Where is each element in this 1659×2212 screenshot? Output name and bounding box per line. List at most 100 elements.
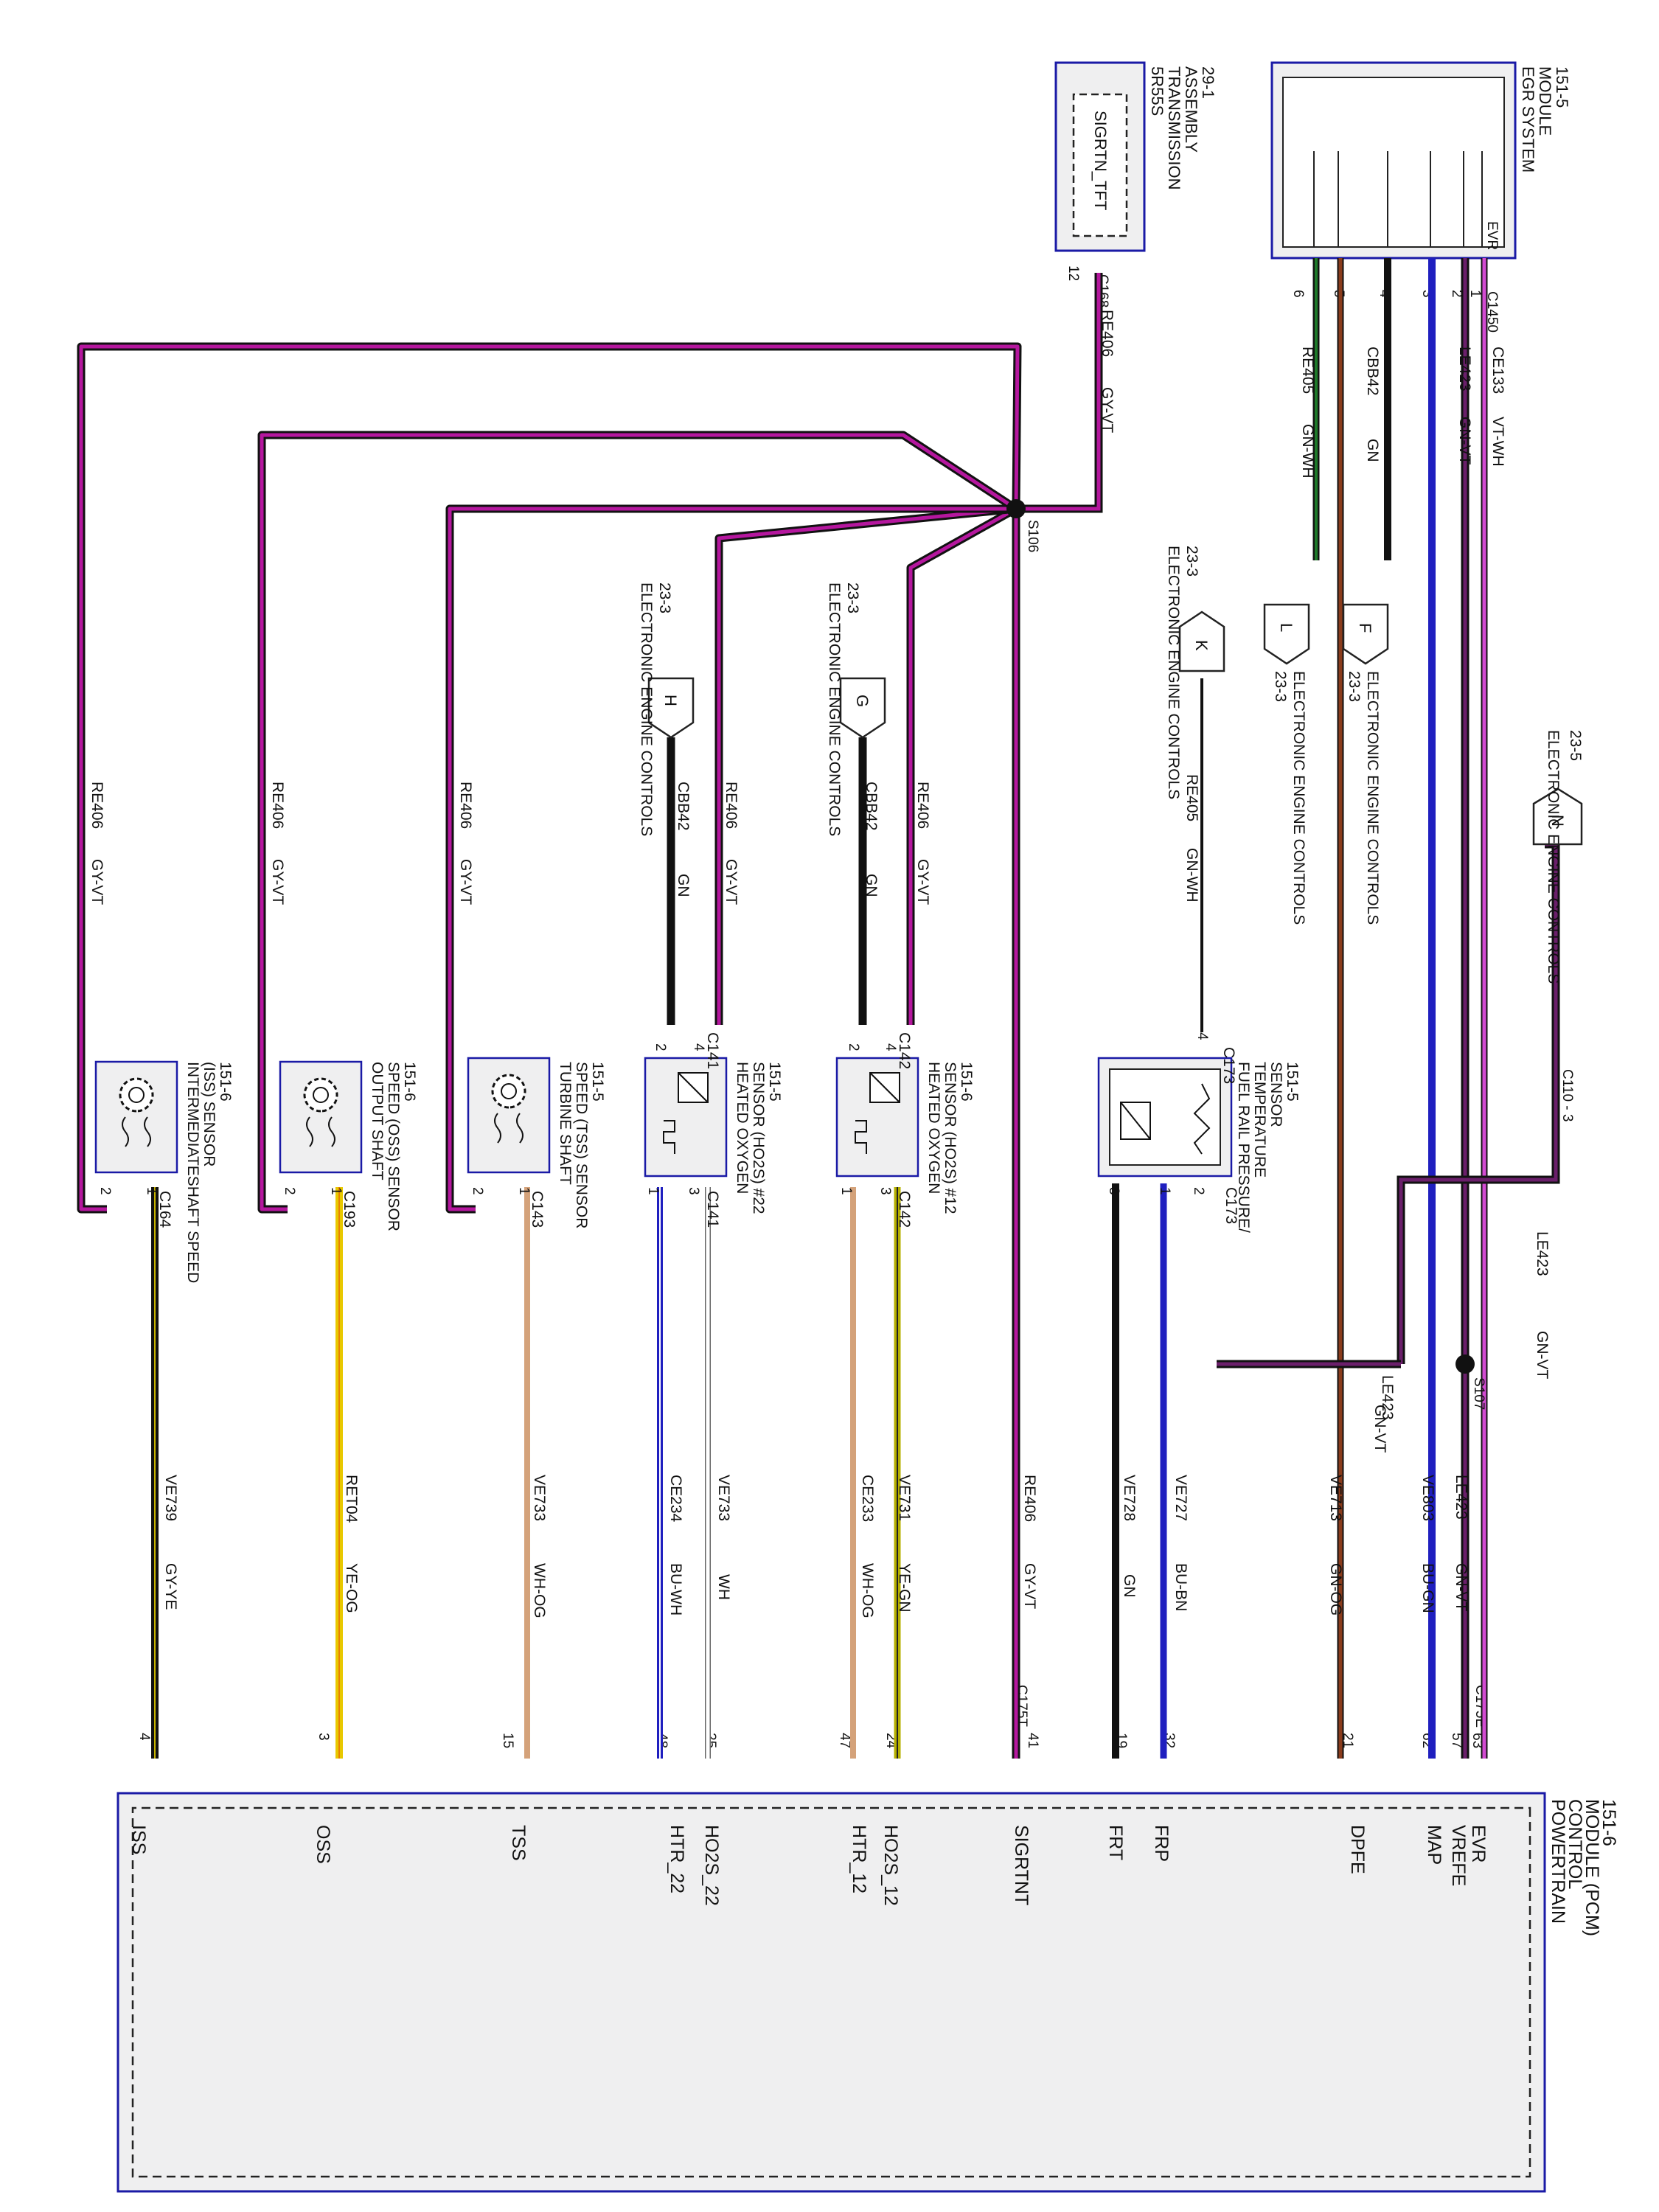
svg-text:GY-VT: GY-VT — [1099, 387, 1116, 433]
svg-text:SPEED (OSS) SENSOR: SPEED (OSS) SENSOR — [385, 1062, 402, 1231]
svg-text:WH: WH — [715, 1574, 732, 1600]
svg-text:3: 3 — [1106, 1187, 1121, 1195]
offpage-n: N 23-5 ELECTRONIC ENGINE CONTROLS — [1532, 730, 1584, 984]
svg-text:FUEL RAIL PRESSURE/: FUEL RAIL PRESSURE/ — [1235, 1062, 1252, 1233]
svg-text:C142: C142 — [896, 1191, 913, 1228]
svg-text:VT-WH: VT-WH — [1489, 417, 1506, 467]
svg-text:F: F — [1356, 623, 1374, 633]
svg-text:YE-GN: YE-GN — [896, 1563, 913, 1613]
svg-text:MODULE (PCM): MODULE (PCM) — [1582, 1799, 1602, 1936]
trans-title: 5R55S TRANSMISSION ASSEMBLY 29-1 — [1148, 66, 1217, 189]
svg-text:VREFE: VREFE — [1448, 1825, 1469, 1886]
svg-text:3: 3 — [877, 1187, 893, 1195]
svg-text:RE406: RE406 — [1099, 310, 1116, 357]
svg-text:HTR_12: HTR_12 — [849, 1825, 869, 1893]
frp-sensor: C173 4 2 1 3 C173 FUEL RAIL PRESSURE/ TE… — [1097, 1032, 1301, 1233]
svg-text:RE406: RE406 — [88, 782, 105, 829]
svg-text:1: 1 — [1467, 290, 1483, 298]
svg-text:TRANSMISSION: TRANSMISSION — [1165, 66, 1183, 189]
svg-text:FRT: FRT — [1105, 1825, 1126, 1860]
svg-text:151-5: 151-5 — [766, 1062, 783, 1102]
ho2s12-sensor: C142 C142 4 2 3 1 HEATED OXYGEN SENSOR (… — [835, 1032, 975, 1228]
svg-text:EVR: EVR — [1468, 1825, 1489, 1863]
svg-text:H: H — [661, 695, 680, 706]
splice-s106 — [1006, 499, 1026, 518]
trans-pin-label: SIGRTN_TFT — [1091, 111, 1110, 210]
svg-text:41: 41 — [1025, 1733, 1040, 1748]
svg-text:RE406: RE406 — [1021, 1475, 1038, 1522]
svg-text:57: 57 — [1449, 1733, 1464, 1748]
trans-connector-pin: 12 — [1065, 265, 1081, 281]
svg-text:VE731: VE731 — [896, 1475, 913, 1521]
svg-text:23-3: 23-3 — [1346, 671, 1363, 702]
svg-text:2: 2 — [97, 1187, 113, 1195]
svg-text:CBB42: CBB42 — [1364, 347, 1381, 396]
svg-text:4: 4 — [883, 1043, 898, 1051]
svg-text:SENSOR: SENSOR — [1267, 1062, 1284, 1127]
svg-text:GY-VT: GY-VT — [914, 859, 931, 905]
splice-s107-label: S107 — [1471, 1377, 1486, 1410]
svg-text:OSS: OSS — [313, 1825, 333, 1864]
svg-text:1: 1 — [645, 1187, 661, 1195]
offpage-h: H 23-3 ELECTRONIC ENGINE CONTROLS — [638, 582, 695, 836]
pcm-pin-labels: EVR VREFE MAP DPFE FRP FRT SIGRTNT HO2S_… — [128, 1825, 1489, 1906]
svg-text:VE733: VE733 — [715, 1475, 732, 1521]
svg-text:HO2S_12: HO2S_12 — [880, 1825, 901, 1906]
svg-text:C164: C164 — [156, 1191, 173, 1228]
svg-text:3: 3 — [1419, 290, 1435, 298]
svg-text:K: K — [1192, 640, 1211, 651]
svg-text:ELECTRONIC ENGINE CONTROLS: ELECTRONIC ENGINE CONTROLS — [1364, 671, 1381, 925]
svg-text:SIGRTNT: SIGRTNT — [1011, 1825, 1032, 1905]
connector-c110: C110 - 3 — [1559, 1069, 1575, 1121]
svg-text:(ISS) SENSOR: (ISS) SENSOR — [201, 1062, 218, 1166]
svg-text:L: L — [1277, 623, 1295, 632]
svg-text:2: 2 — [1191, 1187, 1206, 1195]
svg-text:CONTROL: CONTROL — [1565, 1799, 1585, 1889]
svg-text:MODULE: MODULE — [1536, 66, 1554, 136]
svg-text:DPFE: DPFE — [1347, 1825, 1368, 1874]
svg-text:G: G — [853, 695, 872, 707]
svg-text:GY-VT: GY-VT — [88, 859, 105, 905]
svg-text:47: 47 — [837, 1733, 852, 1748]
svg-text:VE727: VE727 — [1172, 1475, 1189, 1521]
svg-text:RE406: RE406 — [269, 782, 286, 829]
svg-text:VE733: VE733 — [531, 1475, 548, 1521]
svg-text:HO2S_22: HO2S_22 — [701, 1825, 722, 1906]
egr-connector-c1450: C1450 — [1484, 291, 1500, 333]
svg-text:GY-VT: GY-VT — [1021, 1563, 1038, 1609]
svg-text:2: 2 — [1449, 290, 1464, 298]
svg-text:BU-GN: BU-GN — [1419, 1563, 1436, 1613]
splice-s106-label: S106 — [1025, 520, 1040, 552]
svg-text:GY-YE: GY-YE — [162, 1563, 179, 1610]
svg-text:HEATED OXYGEN: HEATED OXYGEN — [925, 1062, 942, 1194]
svg-text:1: 1 — [328, 1187, 344, 1195]
svg-text:ISS: ISS — [128, 1825, 149, 1854]
svg-text:3: 3 — [686, 1187, 701, 1195]
svg-text:3: 3 — [316, 1733, 331, 1741]
egr-evr-pin: EVR — [1484, 221, 1500, 250]
svg-text:1: 1 — [144, 1187, 159, 1195]
svg-text:4: 4 — [136, 1733, 152, 1741]
svg-text:2: 2 — [846, 1043, 861, 1051]
svg-text:LE423: LE423 — [1456, 347, 1473, 392]
svg-text:2: 2 — [653, 1043, 668, 1051]
pcm-inner — [131, 1806, 1531, 2178]
iss-sensor: C164 1 2 INTERMEDIATESHAFT SPEED (ISS) S… — [94, 1060, 234, 1283]
svg-text:4: 4 — [691, 1043, 706, 1051]
svg-text:15: 15 — [500, 1733, 515, 1748]
svg-text:SENSOR (HO2S) #12: SENSOR (HO2S) #12 — [942, 1062, 959, 1214]
svg-text:23-3: 23-3 — [1183, 546, 1200, 577]
svg-text:GN-WH: GN-WH — [1183, 848, 1200, 902]
svg-text:EGR SYSTEM: EGR SYSTEM — [1519, 66, 1537, 173]
svg-text:C143: C143 — [529, 1191, 546, 1228]
svg-text:1: 1 — [516, 1187, 532, 1195]
svg-text:151-5: 151-5 — [1553, 66, 1571, 108]
svg-text:CE133: CE133 — [1489, 347, 1506, 394]
svg-text:LE423: LE423 — [1379, 1375, 1396, 1420]
svg-text:6: 6 — [1290, 290, 1306, 298]
svg-text:23-3: 23-3 — [1272, 671, 1289, 702]
svg-text:GN: GN — [863, 874, 880, 897]
svg-text:HEATED OXYGEN: HEATED OXYGEN — [734, 1062, 751, 1194]
